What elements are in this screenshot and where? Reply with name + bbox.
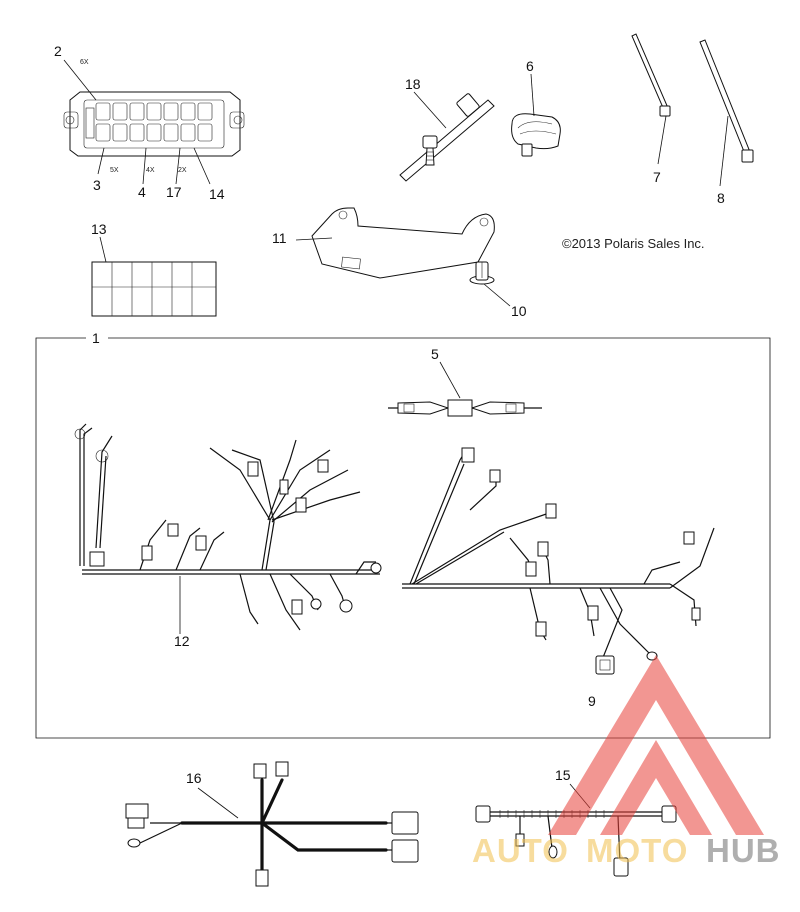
harness-16 <box>125 761 419 887</box>
wire-clip <box>511 73 561 157</box>
watermark-triangle-logo <box>548 655 764 835</box>
mounting-bracket <box>295 207 495 279</box>
harness-left <box>74 423 382 634</box>
automotohub-watermark: AUTO MOTO HUB <box>472 655 781 869</box>
cable-tie-long <box>699 39 754 187</box>
qty-5x: 5X <box>110 167 119 174</box>
callout-3: 3 <box>93 177 101 193</box>
copyright-text: ©2013 Polaris Sales Inc. <box>562 236 705 251</box>
callout-18: 18 <box>405 76 421 92</box>
callout-12: 12 <box>174 633 190 649</box>
callout-10: 10 <box>511 303 527 319</box>
callout-5: 5 <box>431 346 439 362</box>
push-rivet <box>469 261 511 307</box>
watermark-moto: MOTO <box>586 832 688 869</box>
qty-4x: 4X <box>146 167 155 174</box>
inline-fuse-holder <box>388 361 542 417</box>
callout-6: 6 <box>526 58 534 74</box>
watermark-hub: HUB <box>706 832 781 869</box>
callout-14: 14 <box>209 186 225 202</box>
callout-8: 8 <box>717 190 725 206</box>
callout-13: 13 <box>91 221 107 237</box>
callout-17: 17 <box>166 184 182 200</box>
callout-2: 2 <box>54 43 62 59</box>
cable-tie-short <box>631 33 671 165</box>
main-harness-frame <box>35 337 771 739</box>
callout-7: 7 <box>653 169 661 185</box>
qty-6x: 6X <box>80 59 89 66</box>
fuse-relay-box <box>63 59 245 185</box>
callout-1: 1 <box>92 330 100 346</box>
harness-right <box>402 447 715 675</box>
cable-tie-mount <box>399 91 495 182</box>
callout-16: 16 <box>186 770 202 786</box>
watermark-auto: AUTO <box>472 832 569 869</box>
fuse-label-decal <box>91 236 217 317</box>
callout-11: 11 <box>272 230 287 246</box>
callout-4: 4 <box>138 184 146 200</box>
callout-9: 9 <box>588 693 596 709</box>
callout-15: 15 <box>555 767 571 783</box>
qty-2x: 2X <box>178 167 187 174</box>
